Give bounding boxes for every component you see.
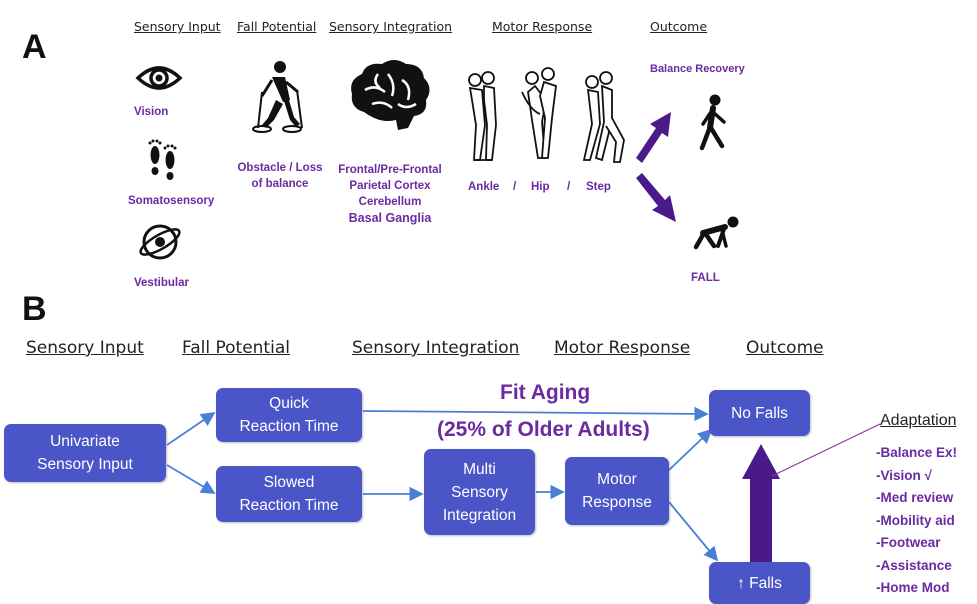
multi-line2: Sensory [451, 483, 508, 501]
panel-b-header-motor-response: Motor Response [554, 338, 691, 358]
fit-aging-subtitle: (25% of Older Adults) [437, 418, 650, 441]
quick-line2: Reaction Time [239, 418, 339, 435]
adaptation-item: -Footwear [876, 535, 941, 550]
no-falls-label: No Falls [731, 404, 788, 422]
hip-label: Hip [531, 181, 550, 193]
slowed-line2: Reaction Time [239, 497, 339, 514]
integration-regions-label: Frontal/Pre-Frontal Parietal Cortex Cere… [330, 162, 450, 226]
ankle-strategy-icon [468, 71, 497, 161]
vision-label: Vision [134, 106, 169, 118]
adaptation-item: -Mobility aid [876, 512, 955, 528]
connector-lines [166, 406, 719, 562]
panel-b-header-sensory-integration: Sensory Integration [352, 338, 520, 358]
hip-strategy-icon [521, 67, 557, 159]
panel-b-header-sensory-input: Sensory Input [26, 338, 144, 358]
ankle-label: Ankle [468, 181, 500, 193]
panel-a-header-fall-potential: Fall Potential [237, 19, 317, 34]
brain-icon [351, 60, 430, 130]
hiker-icon [252, 61, 303, 133]
somatosensory-label: Somatosensory [128, 195, 215, 207]
increased-falls-box: ↑ Falls [709, 562, 810, 604]
fall-potential-label: Obstacle / Loss of balance [226, 160, 334, 192]
quick-line1: Quick [269, 395, 309, 412]
fit-aging-title: Fit Aging [500, 381, 591, 404]
integration-line2: Parietal Cortex [349, 180, 431, 192]
adaptation-item: -Med review [876, 490, 954, 505]
separator-1: / [513, 181, 517, 193]
panel-a-header-sensory-input: Sensory Input [134, 19, 221, 34]
adaptation-list: -Balance Ex! -Vision √ -Med review -Mobi… [876, 442, 957, 600]
recovery-arrow [636, 112, 671, 163]
integration-line4: Basal Ganglia [348, 211, 432, 225]
panel-b-header-fall-potential: Fall Potential [182, 338, 290, 358]
adaptation-item: -Vision √ [876, 467, 932, 483]
adaptation-item: -Assistance [876, 557, 952, 573]
panel-a-header-outcome: Outcome [650, 19, 708, 34]
motor-line1: Motor [597, 471, 637, 488]
step-strategy-icon [582, 71, 625, 163]
panel-b-letter: B [22, 290, 47, 328]
panel-a-letter: A [22, 28, 47, 66]
multi-line3: Integration [442, 506, 517, 524]
univariate-line1: Univariate [50, 433, 120, 450]
fall-label: FALL [691, 272, 720, 284]
adaptation-pointer [771, 423, 881, 477]
balance-recovery-label: Balance Recovery [650, 63, 745, 75]
vestibular-label: Vestibular [134, 277, 189, 289]
slowed-line1: Slowed [263, 474, 315, 491]
step-label: Step [586, 181, 611, 193]
panel-b-header-outcome: Outcome [746, 338, 824, 358]
footprints-icon [148, 139, 177, 180]
fall-potential-line1: Obstacle / Loss [237, 162, 323, 174]
vestibular-icon [139, 224, 181, 260]
panel-a-header-sensory-integration: Sensory Integration [329, 19, 453, 34]
falling-person-icon [693, 216, 739, 250]
motor-line2: Response [582, 494, 652, 511]
eye-icon [135, 66, 183, 90]
no-falls-box: No Falls [709, 390, 810, 436]
univariate-line2: Sensory Input [37, 456, 133, 473]
integration-line1: Frontal/Pre-Frontal [338, 164, 442, 176]
up-falls-label: ↑ Falls [737, 574, 782, 592]
adaptation-item: -Balance Ex! [876, 445, 958, 460]
walking-person-icon [699, 94, 726, 151]
separator-2: / [567, 181, 571, 193]
panel-a-header-motor-response: Motor Response [492, 19, 593, 34]
fall-arrow [636, 173, 676, 222]
adaptation-item: -Home Mod [876, 580, 950, 595]
improvement-arrow [742, 444, 780, 563]
fall-potential-line2: of balance [251, 178, 309, 190]
adaptation-title: Adaptation [880, 412, 957, 429]
integration-line3: Cerebellum [358, 196, 422, 208]
multi-line1: Multi [463, 460, 496, 478]
